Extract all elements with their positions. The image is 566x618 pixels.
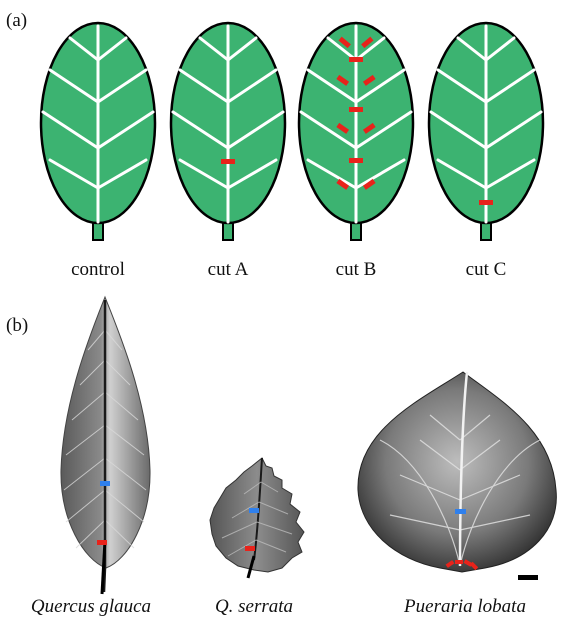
cut-mark (221, 159, 235, 164)
caption-control: control (71, 259, 125, 280)
blue-marker (100, 481, 110, 486)
leaf-cut-a (171, 23, 285, 240)
caption-cut-b: cut B (336, 259, 377, 280)
leaf-cut-b (299, 23, 413, 240)
caption-cut-a: cut A (208, 259, 249, 280)
panel-b-label: (b) (6, 315, 28, 336)
species-quercus-glauca: Quercus glauca (31, 596, 151, 617)
leaf-cut-c (429, 23, 543, 240)
cut-mark (479, 200, 493, 205)
red-marker (245, 546, 255, 551)
leaf-control (41, 23, 155, 240)
species-q-serrata: Q. serrata (215, 596, 293, 617)
blue-marker (249, 508, 259, 513)
caption-cut-c: cut C (466, 259, 507, 280)
specimen-pueraria-lobata (358, 372, 556, 580)
specimen-q-serrata (210, 458, 304, 578)
scale-bar (518, 575, 538, 580)
panel-a-label: (a) (6, 10, 27, 31)
blue-marker (455, 509, 466, 514)
red-marker (97, 540, 107, 545)
specimen-quercus-glauca (61, 297, 150, 594)
species-pueraria-lobata: Pueraria lobata (403, 596, 526, 617)
